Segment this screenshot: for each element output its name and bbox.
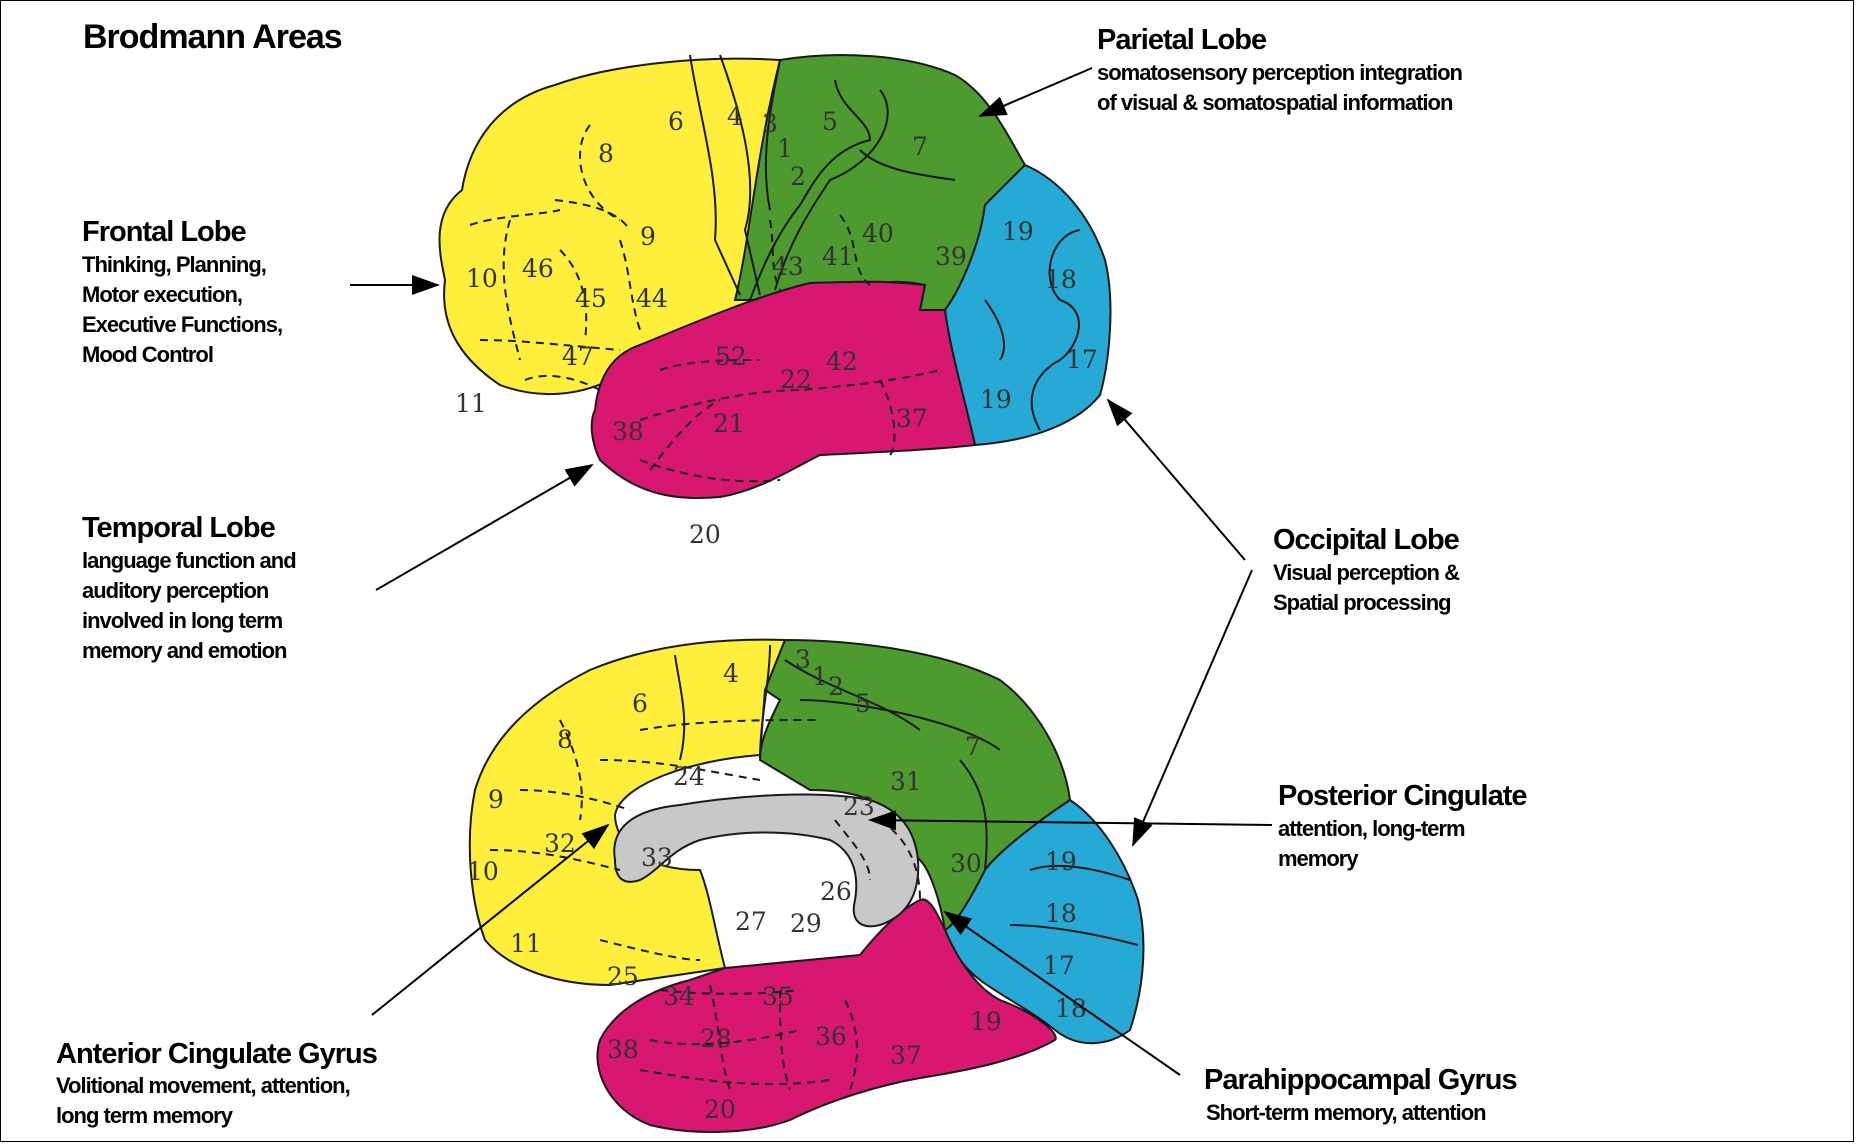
parietal-lobe-description: somatosensory perception integration of … [1097, 60, 1463, 115]
area-label: 8 [598, 139, 614, 168]
area-label: 9 [488, 785, 504, 814]
area-label: 2 [828, 672, 844, 701]
area-label: 19 [970, 1007, 1002, 1036]
area-label: 3 [762, 109, 778, 138]
area-label: 36 [815, 1022, 847, 1051]
area-label: 42 [826, 347, 858, 376]
area-label: 18 [1045, 265, 1077, 294]
area-label: 25 [607, 962, 639, 991]
area-label: 33 [641, 843, 673, 872]
area-label: 34 [663, 982, 695, 1011]
area-label: 9 [640, 222, 656, 251]
area-label: 11 [455, 389, 487, 418]
area-label: 4 [723, 659, 739, 688]
area-label: 8 [557, 725, 573, 754]
medial-brain: 4 3 1 2 5 6 8 7 24 31 9 32 23 33 10 30 1… [467, 638, 1145, 1133]
area-label: 18 [1045, 899, 1077, 928]
area-label: 30 [950, 849, 982, 878]
area-label: 45 [575, 284, 607, 313]
parahippocampal-arrow [943, 910, 1181, 1076]
medial-frontal-region [468, 638, 787, 987]
area-label: 43 [772, 252, 804, 281]
area-label: 7 [965, 732, 981, 761]
occipital-arrow-upper [1106, 398, 1246, 561]
area-label: 23 [843, 792, 875, 821]
area-label: 38 [612, 417, 644, 446]
area-label: 46 [522, 254, 554, 283]
area-label: 20 [689, 520, 721, 549]
temporal-lobe-description: language function and auditory perceptio… [82, 548, 297, 663]
area-label: 1 [812, 662, 828, 691]
frontal-lobe-description: Thinking, Planning, Motor execution, Exe… [82, 252, 283, 367]
area-label: 6 [668, 107, 684, 136]
medial-temporal-region [596, 898, 1057, 1133]
area-label: 22 [780, 365, 812, 394]
area-label: 39 [935, 242, 967, 271]
area-label: 38 [607, 1035, 639, 1064]
area-label: 52 [715, 342, 747, 371]
parahippocampal-gyrus-title: Parahippocampal Gyrus [1204, 1064, 1518, 1096]
area-label: 17 [1043, 951, 1075, 980]
area-label: 47 [562, 342, 594, 371]
anterior-cingulate-title: Anterior Cingulate Gyrus [56, 1038, 378, 1070]
area-label: 29 [790, 909, 822, 938]
posterior-cingulate-title: Posterior Cingulate [1278, 780, 1527, 812]
temporal-arrow [375, 463, 594, 591]
area-label: 44 [636, 284, 668, 313]
medial-occipital-region [943, 798, 1145, 1045]
area-label: 6 [632, 689, 648, 718]
area-label: 27 [735, 907, 767, 936]
area-label: 37 [896, 404, 928, 433]
medial-cingulate-region [613, 793, 920, 928]
area-label: 10 [467, 857, 499, 886]
area-label: 5 [855, 689, 871, 718]
area-label: 4 [727, 102, 743, 131]
area-label: 26 [820, 877, 852, 906]
occipital-lobe-description: Visual perception & Spatial processing [1273, 560, 1460, 615]
area-label: 10 [466, 264, 498, 293]
parietal-lobe-title: Parietal Lobe [1097, 24, 1267, 56]
temporal-lobe-title: Temporal Lobe [82, 512, 276, 544]
occipital-lobe-title: Occipital Lobe [1273, 524, 1460, 556]
parahippocampal-gyrus-description: Short-term memory, attention [1206, 1100, 1487, 1125]
area-label: 20 [704, 1095, 736, 1124]
anterior-cingulate-arrow [371, 823, 610, 1016]
occipital-arrow-lower [1132, 569, 1253, 847]
area-label: 1 [777, 134, 793, 163]
area-label: 35 [762, 982, 794, 1011]
area-label: 3 [795, 645, 811, 674]
area-label: 41 [822, 242, 854, 271]
parietal-arrow [978, 67, 1093, 117]
lateral-brain: 6 4 3 1 2 5 7 8 9 10 46 45 44 43 41 40 3… [438, 54, 1112, 549]
area-label: 17 [1066, 345, 1098, 374]
area-label: 5 [822, 107, 838, 136]
page-title: Brodmann Areas [83, 18, 343, 56]
area-label: 28 [700, 1024, 732, 1053]
anterior-cingulate-description: Volitional movement, attention, long ter… [56, 1073, 351, 1128]
area-label: 31 [890, 767, 922, 796]
area-label: 19 [1045, 847, 1077, 876]
area-label: 2 [790, 162, 806, 191]
frontal-lobe-title: Frontal Lobe [82, 216, 247, 248]
area-label: 7 [912, 132, 928, 161]
area-label: 37 [890, 1041, 922, 1070]
area-label: 40 [862, 219, 894, 248]
area-label: 11 [510, 929, 542, 958]
area-label: 24 [673, 762, 705, 791]
area-label: 19 [980, 385, 1012, 414]
area-label: 19 [1002, 217, 1034, 246]
posterior-cingulate-arrow [868, 810, 1273, 831]
area-label: 32 [544, 829, 576, 858]
posterior-cingulate-description: attention, long-term memory [1278, 816, 1466, 871]
area-label: 21 [713, 409, 745, 438]
